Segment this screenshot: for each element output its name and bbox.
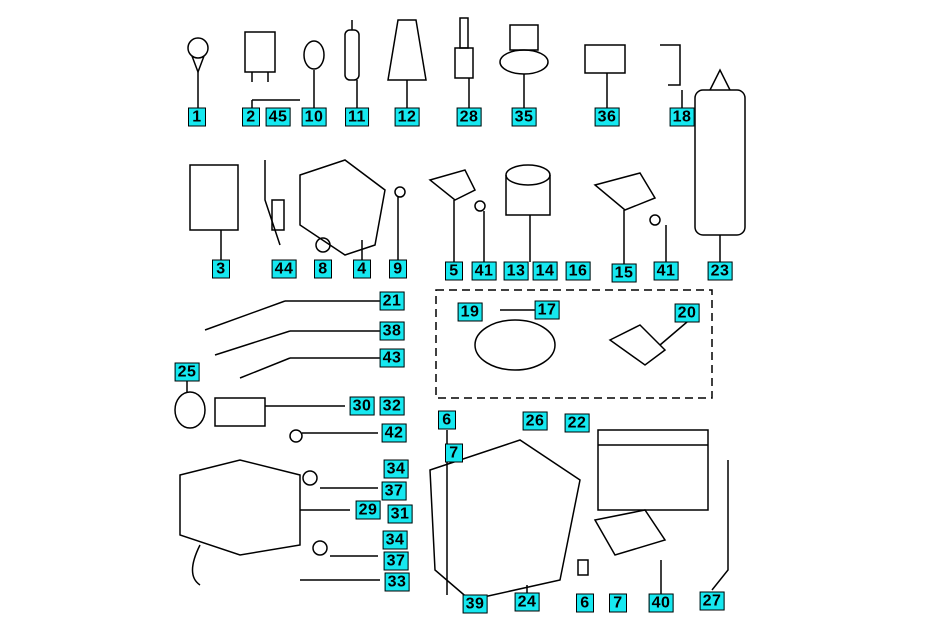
part-label-25: 25 [174,362,200,382]
part-label-19: 19 [457,302,483,322]
part-label-30: 30 [349,396,375,416]
part-label-17: 17 [534,300,560,320]
fuse-part-2 [244,31,300,108]
part-label-43: 43 [379,348,405,368]
part-label-7: 7 [445,443,463,463]
oil-bottle-part-23 [694,68,746,262]
bracket-part-5 [428,169,477,262]
part-label-26: 26 [522,411,548,431]
part-label-28: 28 [456,107,482,127]
part-label-9: 9 [389,259,407,279]
part-label-39: 39 [462,594,488,614]
part-label-35: 35 [511,107,537,127]
part-label-15: 15 [611,263,637,283]
fuse-holder-part-44 [264,160,285,246]
clamp-part-10 [303,40,325,108]
vent-hose-part-27 [711,460,729,591]
part-label-24: 24 [514,592,540,612]
sensor-part-28 [454,17,474,108]
part-label-42: 42 [381,423,407,443]
cap-part-11 [344,20,360,108]
part-label-11: 11 [345,107,369,127]
battery-pad-part-40 [593,509,667,595]
relay-part-3 [189,164,239,260]
battery-part-22 [597,429,709,511]
part-label-10: 10 [301,107,327,127]
switch-part-35 [499,24,549,108]
part-label-29: 29 [355,500,381,520]
part-label-34b: 34 [382,530,408,550]
key-switch-part-20 [608,321,688,366]
horn-part-13 [505,164,551,262]
part-label-14: 14 [532,261,558,281]
part-label-22: 22 [564,413,590,433]
bolt-part-41a [474,200,486,262]
regulator-part-4 [299,159,386,260]
part-label-21: 21 [379,291,405,311]
part-label-44: 44 [271,259,297,279]
part-label-41b: 41 [653,261,679,281]
part-label-6b: 6 [576,593,594,613]
part-label-40: 40 [648,593,674,613]
bolt-parts-34-37 [300,470,380,581]
part-label-6: 6 [438,410,456,430]
part-label-1: 1 [188,107,206,127]
boot-part-12 [387,19,427,108]
bracket-part-15 [593,172,657,264]
part-label-33: 33 [384,572,410,592]
part-label-4: 4 [353,259,371,279]
part-label-8: 8 [314,259,332,279]
ignition-switch-part-19 [474,309,556,371]
part-label-13: 13 [503,261,529,281]
part-label-45: 45 [265,107,291,127]
part-label-36: 36 [594,107,620,127]
part-label-27: 27 [699,591,725,611]
part-label-16: 16 [565,261,591,281]
part-label-32: 32 [379,396,405,416]
part-label-18: 18 [669,107,695,127]
bracket-part-6b [577,559,589,576]
cable-ties [204,300,380,379]
part-label-3: 3 [212,259,230,279]
ignition-group-box [435,289,713,399]
washer-part-42 [289,429,378,443]
screw-part-9 [394,186,406,262]
connector-part-36 [584,44,626,108]
part-label-31: 31 [387,504,413,524]
part-label-7b: 7 [609,593,627,613]
bolt-part-41b [649,214,667,262]
part-label-38: 38 [379,321,405,341]
ring-part-25 [174,381,206,429]
part-label-2: 2 [242,107,260,127]
motor-part-29 [179,459,350,586]
bracket-part-18 [660,44,683,108]
part-label-37: 37 [381,481,407,501]
part-label-37b: 37 [383,551,409,571]
clip-part-1 [187,37,209,108]
part-label-5: 5 [445,261,463,281]
part-label-23: 23 [707,261,733,281]
part-label-20: 20 [674,303,700,323]
drive-part-30 [214,397,345,427]
part-label-34: 34 [383,459,409,479]
part-label-12: 12 [394,107,420,127]
part-label-41: 41 [471,261,497,281]
